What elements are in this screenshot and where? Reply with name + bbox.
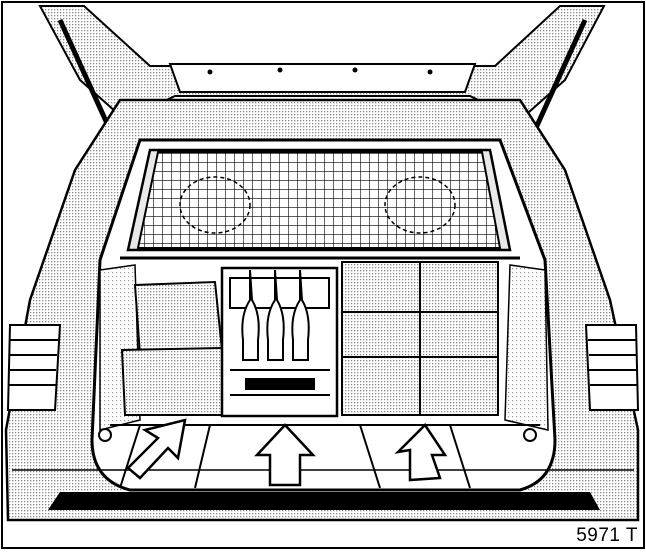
cargo-box-stack-right [342,262,498,415]
figure-reference-code: 5971 T [576,525,638,547]
tail-light-left [8,325,60,410]
tail-light-right [586,325,638,410]
cargo-net [120,150,520,258]
bottle-crate [222,268,337,416]
